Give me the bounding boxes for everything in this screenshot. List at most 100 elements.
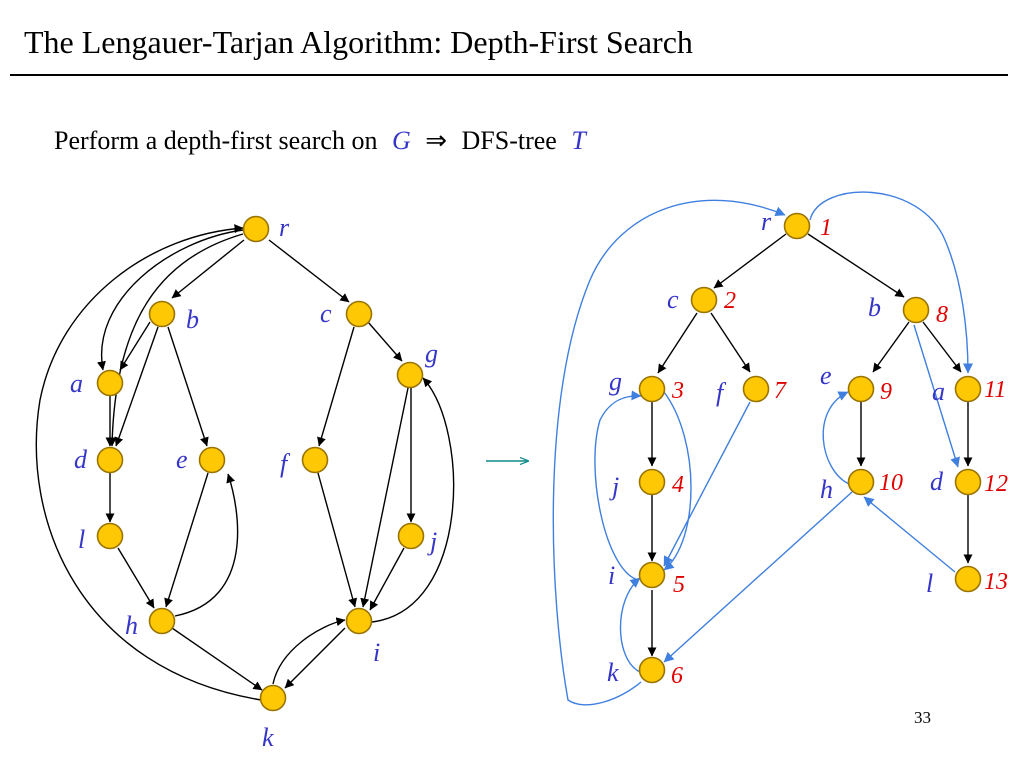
t-label-l: l (926, 569, 933, 598)
g-node-d (96, 446, 124, 474)
g-node-g (396, 361, 424, 389)
subtitle-prefix: Perform a depth-first search on (54, 126, 378, 155)
edge-r-d (107, 233, 244, 447)
t-num-a: 11 (984, 377, 1006, 403)
t-num-l: 13 (984, 569, 1008, 595)
dfs-tree-t: r 1 c 2 g 3 j 4 i 5 k 6 f 7 b 8 e 9 h 10… (552, 191, 1008, 706)
t-edge-i-g (594, 390, 642, 581)
g-label-k: k (262, 723, 274, 752)
subtitle-mid: DFS-tree (461, 126, 557, 155)
t-label-g: g (609, 367, 622, 396)
g-label-i: i (373, 638, 380, 667)
t-node-d (954, 468, 982, 496)
t-label-a: a (932, 377, 945, 406)
t-edge-l-h (863, 496, 956, 573)
graph-symbol: G (391, 126, 411, 155)
tree-symbol: T (571, 126, 586, 155)
t-label-f: f (716, 378, 727, 407)
t-node-r (783, 212, 811, 240)
edge-r-c (268, 239, 350, 303)
g-node-f (301, 446, 329, 474)
title-underline (10, 74, 1008, 76)
t-num-k: 6 (671, 663, 683, 689)
g-node-j (397, 522, 425, 550)
page-number: 33 (914, 708, 931, 727)
g-node-h (148, 607, 176, 635)
g-label-g: g (425, 339, 438, 368)
edge-k-i (272, 617, 346, 685)
t-node-e (847, 375, 875, 403)
t-edge-h-k (663, 491, 853, 663)
g-node-a (96, 369, 124, 397)
g-label-j: j (427, 527, 437, 556)
t-node-j (638, 468, 666, 496)
t-edge-r-a (809, 191, 973, 374)
t-label-k: k (607, 658, 619, 687)
t-edge-c-g (657, 312, 698, 374)
t-num-h: 10 (879, 470, 903, 496)
g-node-r (242, 215, 270, 243)
edge-j-i (369, 547, 405, 611)
t-edge-h-e (822, 391, 850, 485)
t-node-b (902, 296, 930, 324)
t-node-i (638, 561, 666, 589)
t-num-i: 5 (673, 572, 685, 598)
edge-h-e (174, 473, 239, 617)
edge-i-k (284, 627, 346, 689)
t-node-k (638, 656, 666, 684)
g-label-e: e (176, 445, 188, 474)
g-label-h: h (125, 611, 138, 640)
edge-h-k (171, 627, 263, 691)
g-label-d: d (74, 445, 88, 474)
edge-r-b (171, 239, 245, 299)
edge-r-a (97, 229, 244, 371)
g-node-l (96, 522, 124, 550)
t-edge-k-i (619, 577, 641, 673)
edge-c-f (317, 326, 355, 447)
t-node-a (954, 375, 982, 403)
g-label-f: f (280, 449, 291, 478)
slide-subtitle: Perform a depth-first search on G ⇒ DFS-… (54, 126, 586, 156)
t-num-b: 8 (936, 302, 948, 328)
t-label-j: j (609, 472, 619, 501)
t-node-h (847, 468, 875, 496)
g-label-a: a (70, 369, 83, 398)
t-edge-b-d (913, 324, 960, 468)
g-node-k (259, 684, 287, 712)
slide-title: The Lengauer-Tarjan Algorithm: Depth-Fir… (24, 24, 693, 60)
edge-b-d (114, 326, 159, 447)
t-edge-b-e (872, 321, 910, 373)
t-num-e: 9 (880, 379, 892, 405)
g-label-c: c (320, 299, 332, 328)
t-num-f: 7 (774, 378, 787, 404)
t-label-i: i (608, 561, 615, 590)
t-label-r: r (761, 207, 772, 236)
t-label-e: e (820, 361, 832, 390)
t-num-j: 4 (672, 472, 684, 498)
edge-f-i (317, 472, 358, 608)
t-edge-k-r (552, 199, 786, 706)
t-node-g (638, 375, 666, 403)
t-label-h: h (820, 475, 833, 504)
t-num-r: 1 (820, 215, 832, 241)
g-node-i (345, 607, 373, 635)
edge-c-g (367, 321, 403, 362)
g-label-r: r (279, 213, 290, 242)
g-node-b (148, 300, 176, 328)
edge-k-r (35, 224, 262, 701)
t-label-b: b (868, 293, 881, 322)
t-edge-r-b (807, 233, 905, 298)
t-node-c (690, 286, 718, 314)
implies-symbol: ⇒ (425, 126, 448, 155)
edge-b-a (119, 321, 151, 371)
g-label-l: l (78, 525, 85, 554)
t-edge-b-a (922, 321, 962, 373)
t-edge-r-c (713, 233, 787, 289)
g-label-b: b (186, 305, 199, 334)
t-num-g: 3 (671, 378, 684, 404)
edge-g-i (360, 387, 409, 608)
t-label-c: c (667, 285, 679, 314)
edge-i-g (371, 377, 455, 623)
t-edge-g-i (663, 391, 692, 571)
